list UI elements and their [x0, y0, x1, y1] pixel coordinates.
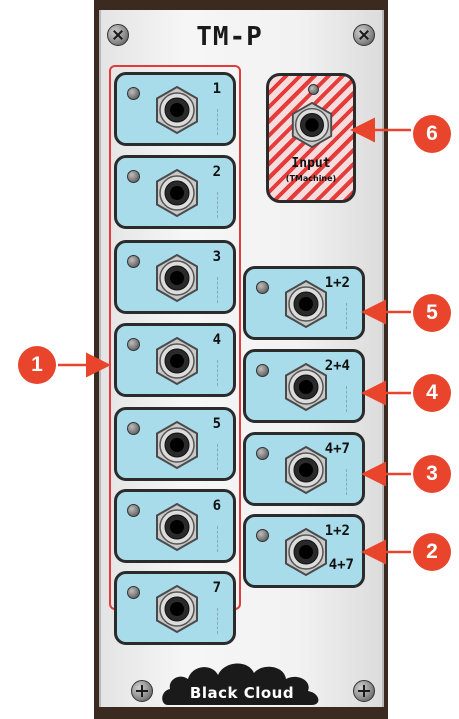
callout-2: 2: [413, 533, 451, 571]
callout-3: 3: [413, 455, 451, 493]
callout-4: 4: [413, 374, 451, 412]
callout-5: 5: [413, 294, 451, 332]
brand-name: Black Cloud: [158, 684, 326, 702]
callout-1: 1: [18, 346, 56, 384]
callout-6: 6: [413, 115, 451, 153]
